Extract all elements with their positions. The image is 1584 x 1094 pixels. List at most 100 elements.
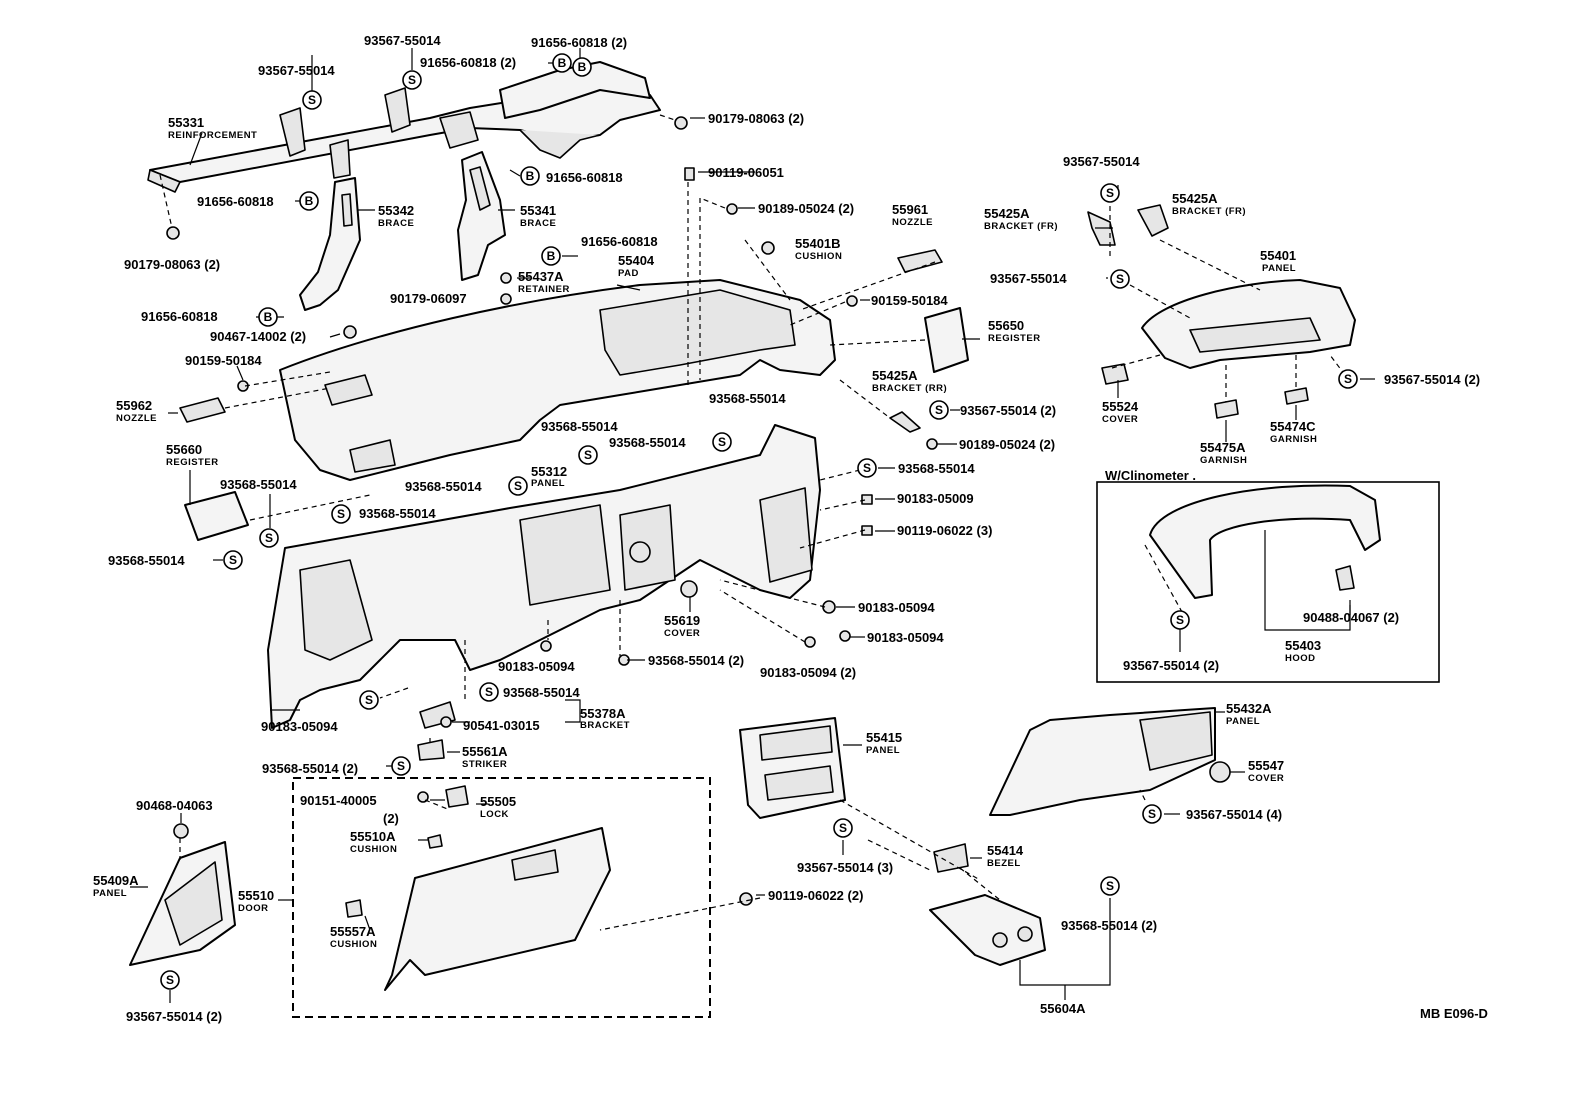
s-symbol[interactable]: S xyxy=(712,432,732,452)
screw-90119-06051[interactable] xyxy=(684,167,695,181)
brace-55342-drawing[interactable] xyxy=(299,177,361,311)
fastener-label[interactable]: 90183-05009 xyxy=(897,491,974,506)
fastener-label[interactable]: 90119-06051 xyxy=(708,165,784,180)
fastener-label[interactable]: 93567-55014 xyxy=(364,33,441,48)
nozzle-55961-drawing[interactable] xyxy=(897,249,943,273)
fastener-label[interactable]: 91656-60818 xyxy=(141,309,218,324)
fastener-label[interactable]: 93568-55014 xyxy=(220,477,297,492)
cushion-55401b[interactable] xyxy=(761,241,775,255)
fastener-label[interactable]: 90189-05024 (2) xyxy=(758,201,854,216)
fastener-label[interactable]: (2) xyxy=(383,811,399,826)
fastener-label[interactable]: 90119-06022 (3) xyxy=(897,523,992,538)
label-55604a[interactable]: 55604A xyxy=(1040,1001,1086,1016)
fastener-label[interactable]: 93568-55014 (2) xyxy=(262,761,358,776)
brace-55341-drawing[interactable] xyxy=(457,151,506,281)
fastener-label[interactable]: 93568-55014 (2) xyxy=(648,653,744,668)
s-symbol[interactable]: S xyxy=(1100,876,1120,896)
garnish-55475a-drawing[interactable] xyxy=(1214,399,1239,419)
screw-90119-06022-2[interactable] xyxy=(739,892,753,906)
fastener-label[interactable]: 93568-55014 xyxy=(503,685,580,700)
nozzle-55962-drawing[interactable] xyxy=(179,397,226,423)
fastener-label[interactable]: 93568-55014 xyxy=(709,391,786,406)
fastener-label[interactable]: 93567-55014 xyxy=(990,271,1067,286)
s-symbol[interactable]: S xyxy=(1338,369,1358,389)
b-symbol[interactable]: B xyxy=(552,53,572,73)
panel-55432a-drawing[interactable] xyxy=(989,707,1216,816)
s-symbol[interactable]: S xyxy=(223,550,243,570)
fastener-label[interactable]: 90179-08063 (2) xyxy=(124,257,220,272)
panel-55415-drawing[interactable] xyxy=(739,717,846,819)
fastener-label[interactable]: 90159-50184 xyxy=(871,293,948,308)
fastener-label[interactable]: 91656-60818 (2) xyxy=(531,35,627,50)
part-55604a-drawing[interactable] xyxy=(929,894,1046,966)
fastener-label[interactable]: 90183-05094 xyxy=(498,659,575,674)
cushion-55510a-drawing[interactable] xyxy=(427,834,443,849)
pad-drawing[interactable] xyxy=(279,279,836,481)
fastener-label[interactable]: 90119-06022 (2) xyxy=(768,888,863,903)
fastener-label[interactable]: 91656-60818 (2) xyxy=(420,55,516,70)
s-symbol[interactable]: S xyxy=(929,400,949,420)
fastener-label[interactable]: 93567-55014 (2) xyxy=(1123,658,1219,673)
hood-55403-drawing[interactable] xyxy=(1149,484,1381,599)
s-symbol[interactable]: S xyxy=(402,70,422,90)
fastener-label[interactable]: 90179-06097 xyxy=(390,291,467,306)
fastener-label[interactable]: 90151-40005 xyxy=(300,793,377,808)
fastener-label[interactable]: 90488-04067 (2) xyxy=(1303,610,1399,625)
cover-55524-drawing[interactable] xyxy=(1101,363,1129,385)
fastener-label[interactable]: 90467-14002 (2) xyxy=(210,329,306,344)
s-symbol[interactable]: S xyxy=(302,90,322,110)
fastener-label[interactable]: 91656-60818 xyxy=(581,234,658,249)
fastener-label[interactable]: 93567-55014 (2) xyxy=(1384,372,1480,387)
fastener-label[interactable]: 90183-05094 (2) xyxy=(760,665,856,680)
bracket-fr-right-drawing[interactable] xyxy=(1137,204,1169,237)
s-symbol[interactable]: S xyxy=(578,445,598,465)
fastener-label[interactable]: 90183-05094 xyxy=(858,600,935,615)
fastener-label[interactable]: 93568-55014 xyxy=(108,553,185,568)
fastener-label[interactable]: 93568-55014 xyxy=(609,435,686,450)
striker-55561a-drawing[interactable] xyxy=(417,739,445,761)
fastener-label[interactable]: 90468-04063 xyxy=(136,798,213,813)
s-symbol[interactable]: S xyxy=(833,818,853,838)
fastener-label[interactable]: 93567-55014 (3) xyxy=(797,860,893,875)
fastener-label[interactable]: 91656-60818 xyxy=(197,194,274,209)
s-symbol[interactable]: S xyxy=(160,970,180,990)
panel-55401-drawing[interactable] xyxy=(1141,279,1356,369)
cover-55619-drawing[interactable] xyxy=(680,580,698,598)
clip-90189-05024-rr[interactable] xyxy=(926,438,938,450)
s-symbol[interactable]: S xyxy=(359,690,379,710)
screw-90151-40005[interactable] xyxy=(417,791,429,803)
retainer-55437a[interactable] xyxy=(500,272,512,284)
clip-90183-05094-c[interactable] xyxy=(804,636,816,648)
b-symbol[interactable]: B xyxy=(258,307,278,327)
lock-55505-drawing[interactable] xyxy=(445,785,469,808)
door-55510-drawing[interactable] xyxy=(384,827,611,991)
fastener-label[interactable]: 93567-55014 xyxy=(1063,154,1140,169)
bezel-55414-drawing[interactable] xyxy=(933,843,969,873)
b-symbol[interactable]: B xyxy=(520,166,540,186)
screw-90159-50184-right[interactable] xyxy=(846,295,858,307)
clip-90183-05094-a[interactable] xyxy=(861,494,873,505)
b-symbol[interactable]: B xyxy=(572,57,592,77)
fastener-label[interactable]: 93568-55014 xyxy=(405,479,482,494)
fastener-label[interactable]: 90183-05094 xyxy=(867,630,944,645)
clip-90468-04063[interactable] xyxy=(173,823,189,839)
s-symbol[interactable]: S xyxy=(391,756,411,776)
fastener-label[interactable]: 93567-55014 (4) xyxy=(1186,807,1282,822)
